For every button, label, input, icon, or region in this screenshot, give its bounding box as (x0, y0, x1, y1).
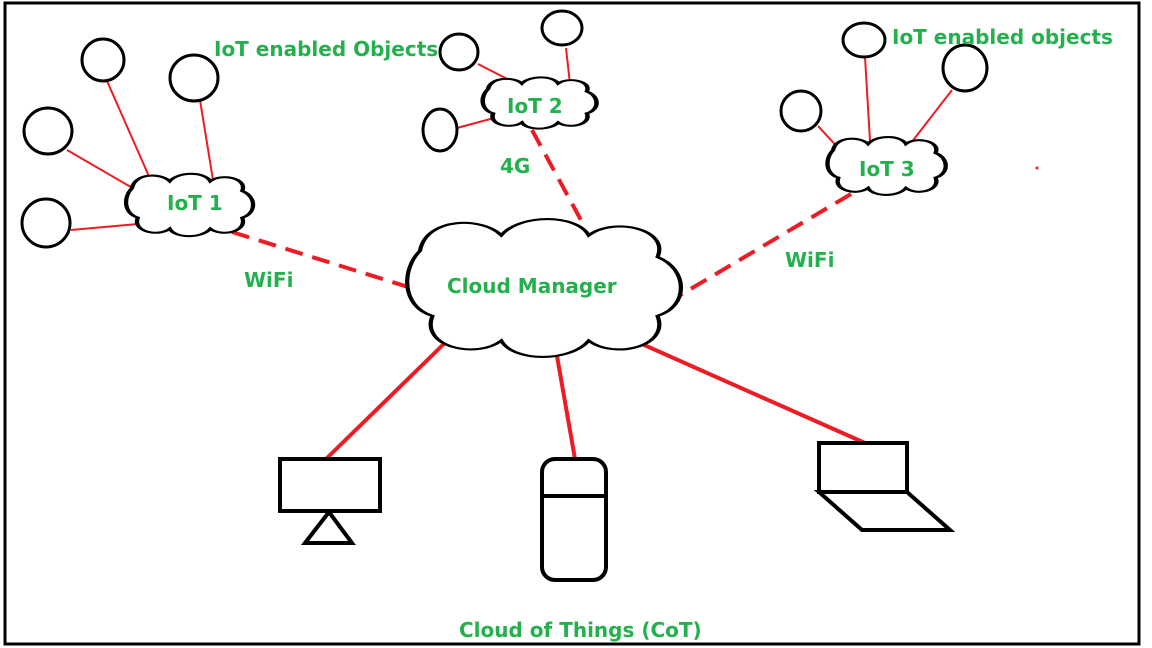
device-links (325, 332, 867, 461)
diagram-frame (3, 1, 1141, 646)
monitor-icon (278, 457, 382, 545)
iot-object-node (941, 43, 989, 93)
wifi-link-iot3 (675, 192, 853, 299)
iot-object-node (421, 107, 459, 153)
iot-object-node (841, 21, 887, 59)
right-objects-label: IoT enabled objects (892, 25, 1113, 49)
link-phone (555, 354, 577, 461)
red-dot (1035, 166, 1039, 170)
iot-object-node (80, 37, 126, 83)
wifi-link-iot1 (231, 230, 422, 293)
link-monitor (325, 332, 456, 460)
iot-object-node (168, 53, 220, 103)
iot-object-node (779, 89, 823, 133)
4g-link-iot2 (530, 129, 584, 223)
laptop-icon (813, 441, 956, 532)
phone-icon (540, 457, 608, 582)
link-laptop (624, 335, 867, 445)
iot2-label: IoT 2 (507, 94, 563, 118)
iot-object-nodes (20, 9, 989, 249)
wifi-label-iot1: WiFi (244, 268, 294, 292)
wifi-label-iot3: WiFi (785, 248, 835, 272)
iot-object-node (540, 9, 584, 47)
4g-label: 4G (500, 154, 531, 178)
iot1-label: IoT 1 (167, 191, 223, 215)
left-objects-label: IoT enabled Objects (214, 37, 439, 61)
cloud-manager-label: Cloud Manager (447, 274, 617, 298)
footer-title: Cloud of Things (CoT) (459, 618, 702, 642)
iot3-label: IoT 3 (859, 157, 915, 181)
iot-object-node (438, 32, 480, 72)
iot-object-node (20, 197, 72, 249)
wireless-links (231, 129, 853, 299)
iot-object-node (22, 106, 74, 156)
